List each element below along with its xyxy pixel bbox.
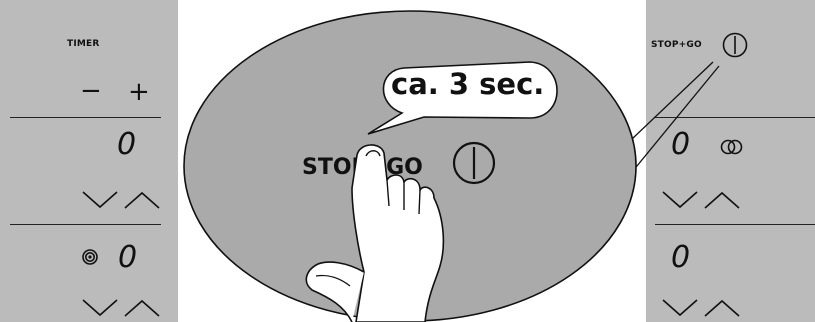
pointing-hand-icon [0,0,815,322]
